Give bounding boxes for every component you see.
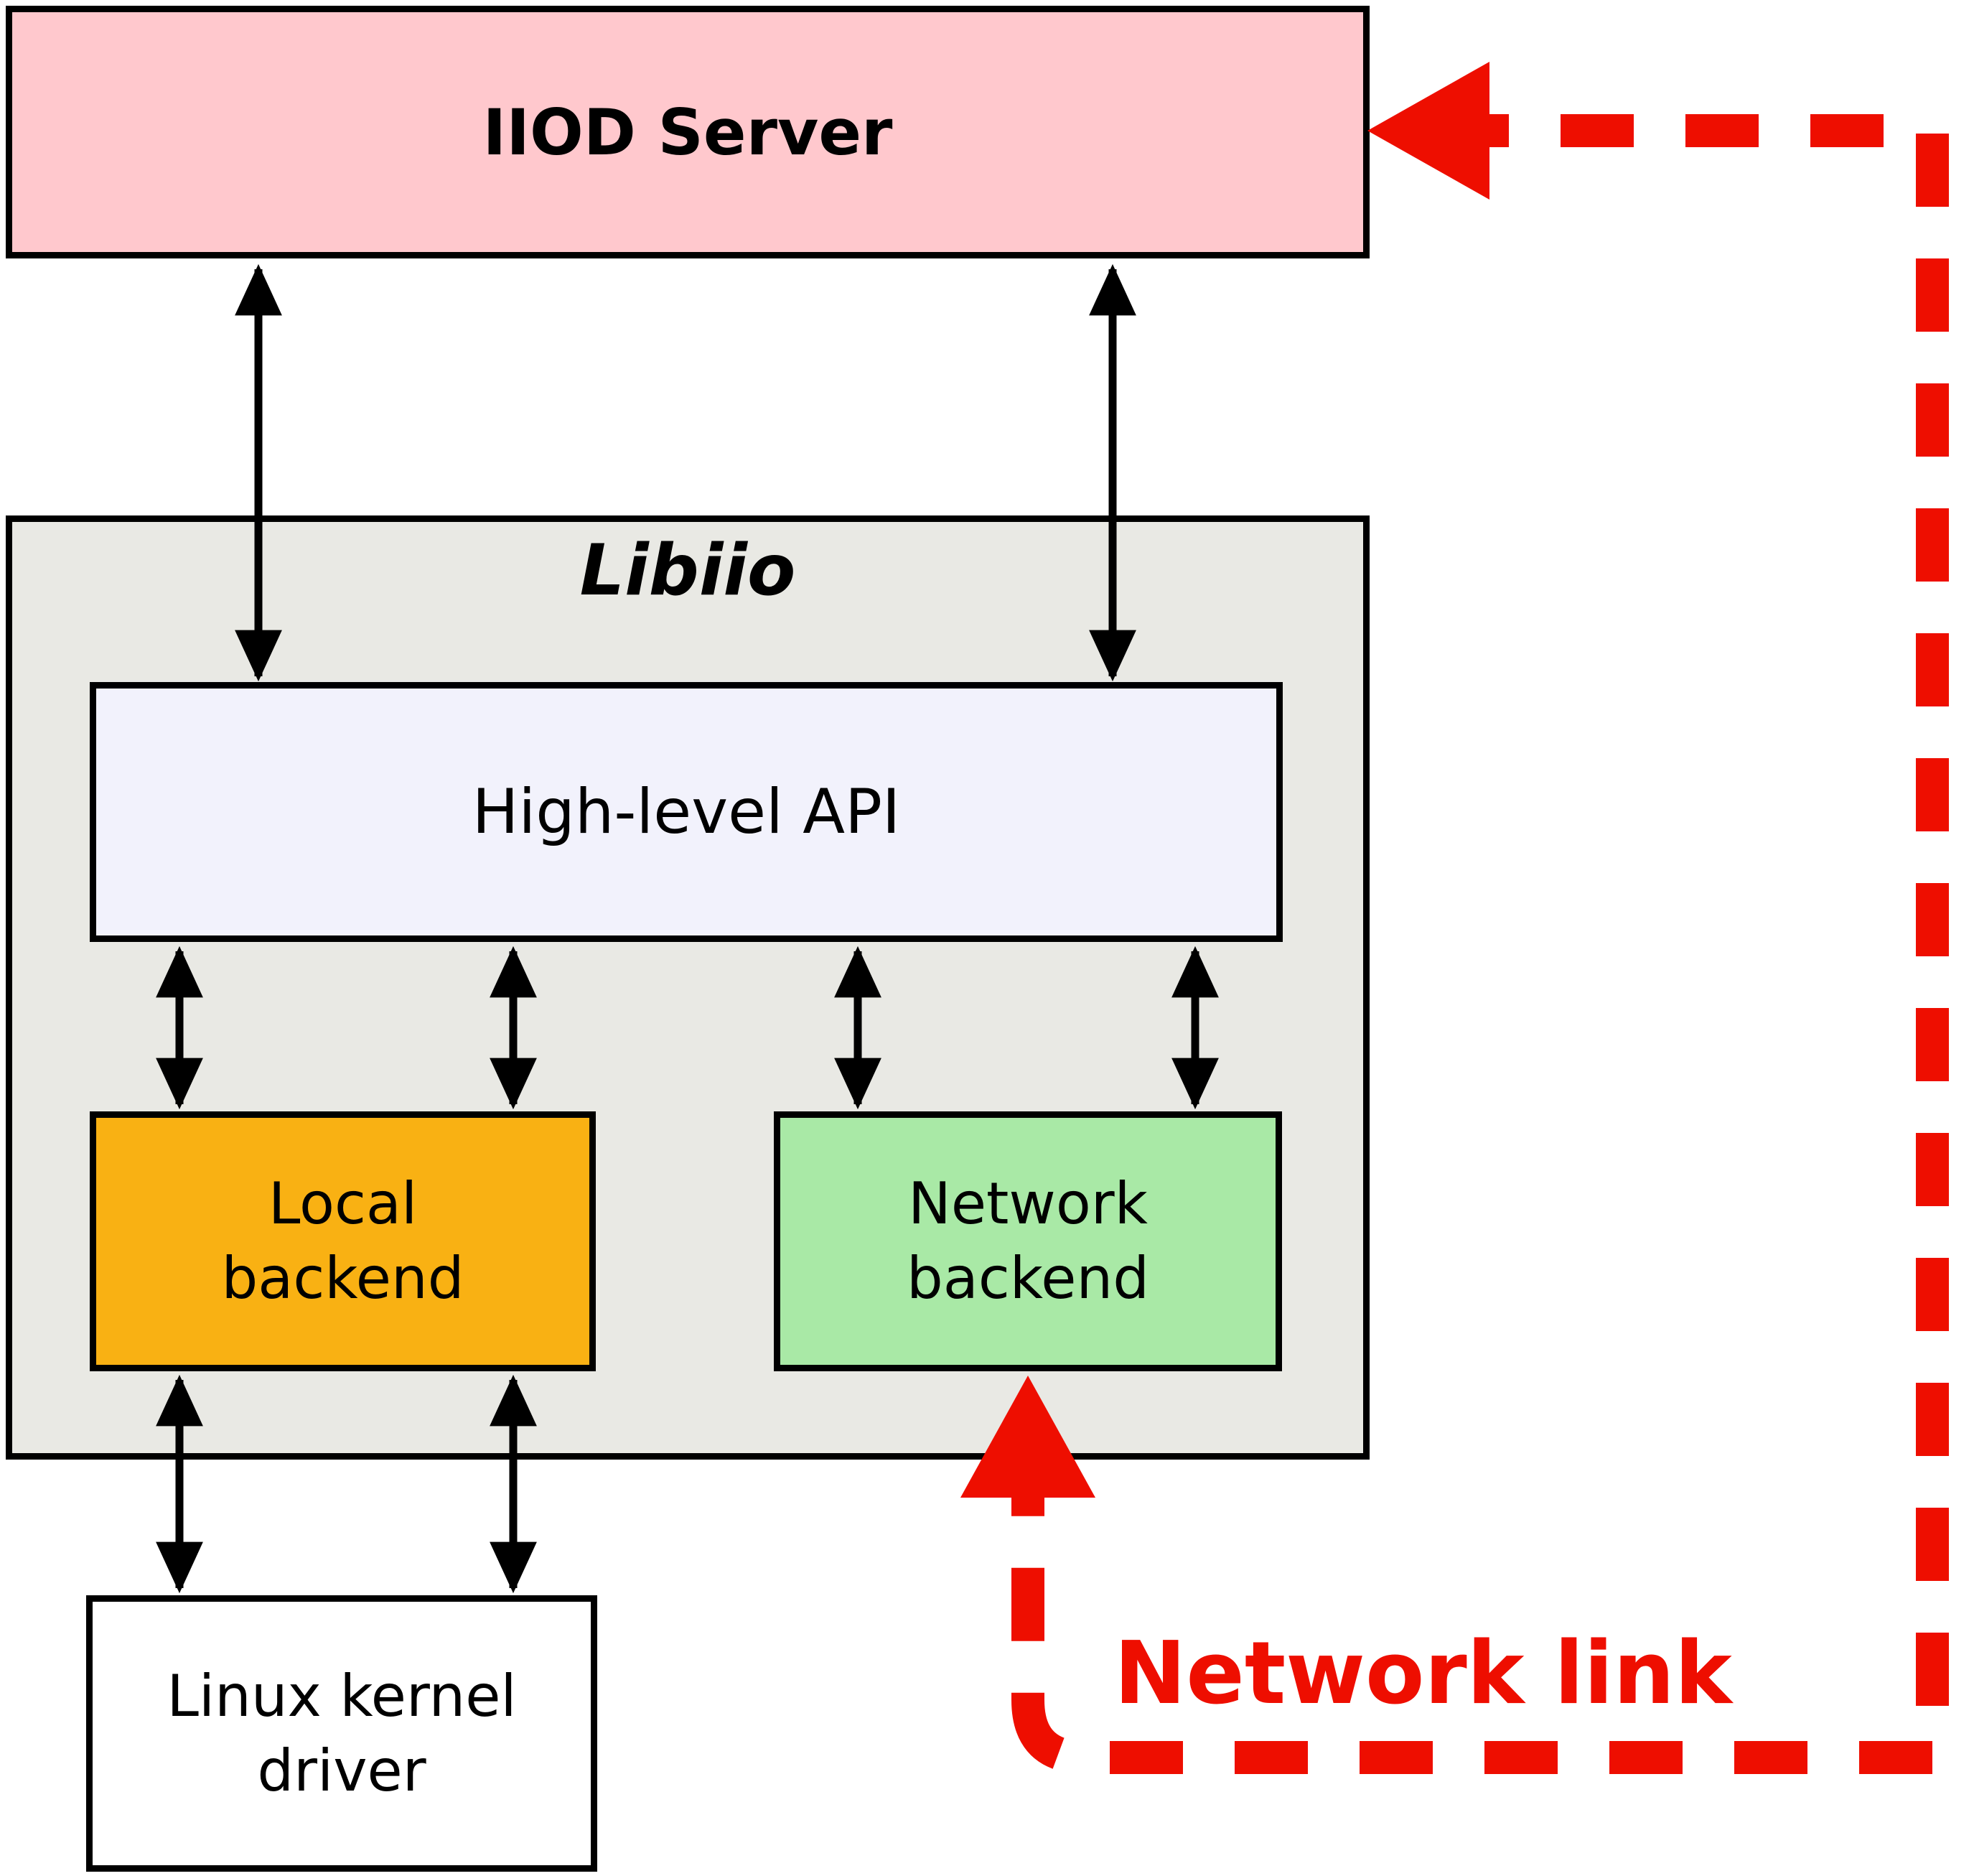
node-high-level-api-label: High-level API xyxy=(472,776,901,848)
node-network-backend-label: Network backend xyxy=(907,1170,1149,1312)
network-link-label: Network link xyxy=(1114,1624,1732,1724)
node-iiod-server: IIOD Server xyxy=(6,6,1370,258)
node-iiod-server-label: IIOD Server xyxy=(482,95,893,169)
node-linux-kernel-driver-label: Linux kernel driver xyxy=(167,1662,517,1804)
node-high-level-api: High-level API xyxy=(90,682,1283,942)
node-linux-kernel-driver: Linux kernel driver xyxy=(86,1595,597,1872)
node-libiio-label: Libiio xyxy=(579,530,796,612)
network-link-arrowhead-to-iiod xyxy=(1367,62,1489,200)
node-network-backend: Network backend xyxy=(774,1111,1282,1371)
node-local-backend-label: Local backend xyxy=(221,1170,464,1312)
node-local-backend: Local backend xyxy=(90,1111,596,1371)
